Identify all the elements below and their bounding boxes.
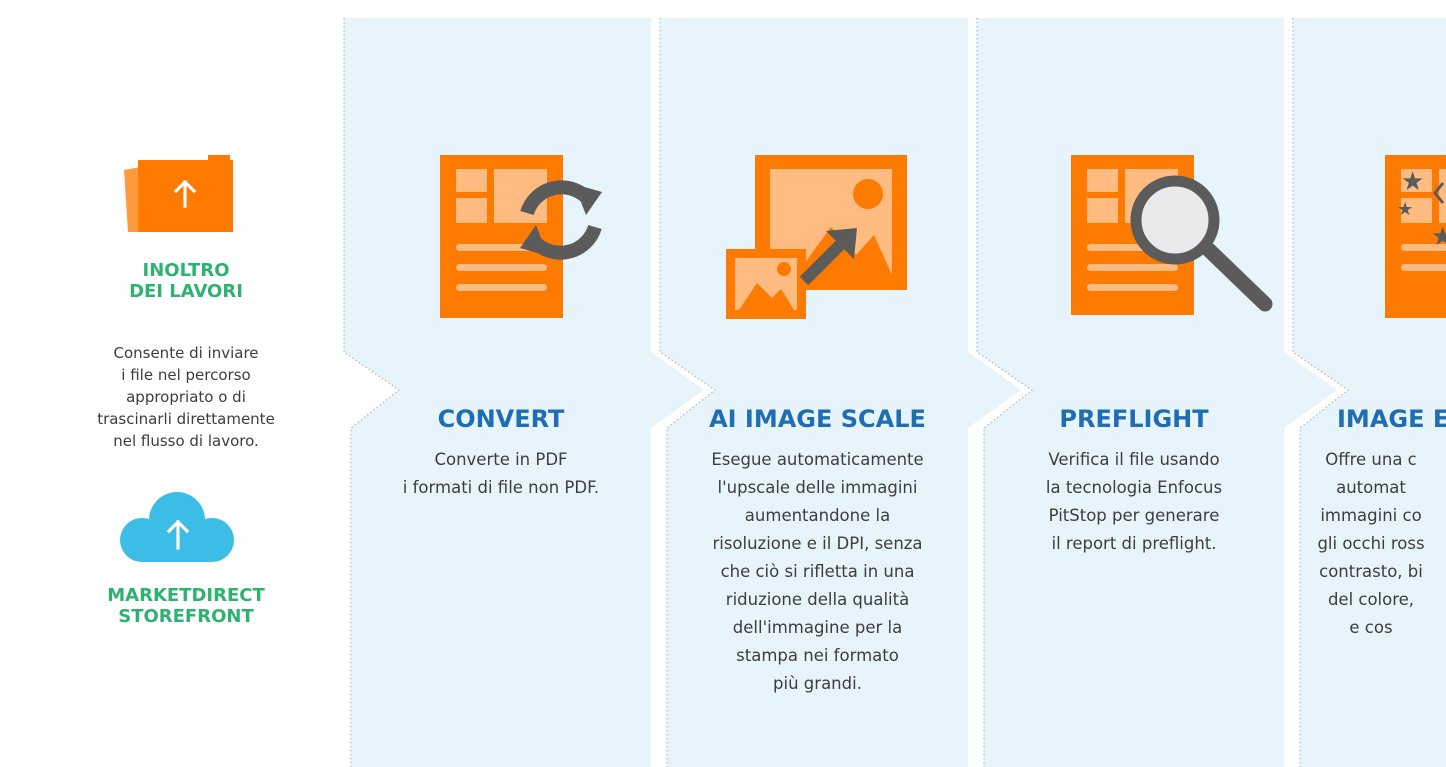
cloud-upload-icon xyxy=(120,490,235,568)
stage-description: Offre una c automat immagini co gli occh… xyxy=(1317,450,1425,637)
stage-title: CONVERT xyxy=(437,405,565,433)
stage-preflight: PREFLIGHT Verifica il file usando la tec… xyxy=(984,0,1284,767)
stage-title: IMAGE E xyxy=(1337,405,1446,433)
panel-ai-image-scale xyxy=(660,18,1021,767)
stage-description: Converte in PDF i formati di file non PD… xyxy=(402,450,600,497)
svg-text:★: ★ xyxy=(1431,222,1446,252)
panel-preflight xyxy=(977,18,1337,767)
stage-title: AI IMAGE SCALE xyxy=(709,405,926,433)
document-convert-icon xyxy=(440,155,610,324)
separator-1 xyxy=(343,18,401,767)
separator-3 xyxy=(976,18,1034,767)
stage-title: PREFLIGHT xyxy=(1059,405,1209,433)
inoltro-description: Consente di inviare i file nel percorso … xyxy=(97,344,275,450)
stage-description: Esegue automaticamente l'upscale delle i… xyxy=(711,450,924,693)
stage-convert: CONVERT Converte in PDF i formati di fil… xyxy=(351,0,651,767)
document-enhance-icon: ★ ★ ★ xyxy=(1385,155,1446,324)
stage-description: Verifica il file usando la tecnologia En… xyxy=(1045,450,1223,553)
folder-upload-icon xyxy=(118,150,238,238)
image-scale-icon xyxy=(726,155,911,324)
document-magnifier-icon xyxy=(1071,155,1276,319)
stage-ai-image-scale: AI IMAGE SCALE Esegue automaticamente l'… xyxy=(667,0,968,767)
svg-text:★: ★ xyxy=(1397,199,1413,220)
panel-convert xyxy=(344,18,704,767)
svg-text:★: ★ xyxy=(1401,167,1424,197)
separator-4 xyxy=(1292,18,1350,767)
stage-image-enhance: ★ ★ ★ IMAGE E Offre una c automat immagi… xyxy=(1300,0,1446,767)
separator-2 xyxy=(659,18,717,767)
